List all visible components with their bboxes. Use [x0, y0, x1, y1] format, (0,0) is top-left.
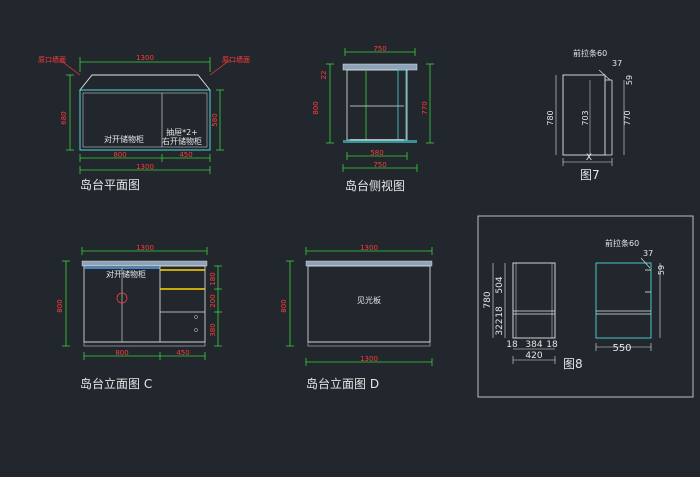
side-dim-left-main: 800 — [312, 101, 320, 114]
fig8-dim-322: 322 — [495, 318, 505, 335]
plan-label-left-cabinet: 对开储物柜 — [104, 134, 144, 144]
fig8-dim-504: 504 — [495, 276, 505, 293]
elev-d-dim-bottom: 1300 — [360, 355, 378, 363]
side-stone-top — [342, 63, 418, 71]
elev-d-view: 1300 见光板 800 1300 岛台立面图 D — [280, 244, 433, 391]
elev-c-view: 1300 对开储物柜 800 180 200 380 800 4 — [56, 244, 222, 391]
plan-dim-right: 450 — [179, 151, 192, 159]
plan-title: 岛台平面图 — [80, 177, 140, 192]
plan-dim-side-right: 580 — [211, 113, 219, 126]
elev-c-dim-right-3: 380 — [209, 323, 217, 336]
plan-callout-right: 原口墙面 — [222, 55, 250, 64]
plan-callout-left: 原口墙面 — [38, 55, 66, 64]
fig8-right-panel — [595, 262, 652, 339]
plan-label-right-line1: 抽屉*2+ — [166, 127, 198, 137]
elev-d-title: 岛台立面图 D — [306, 376, 379, 391]
elev-c-dim-right-1: 180 — [209, 272, 217, 285]
fig8-dim-height: 780 — [483, 291, 493, 308]
side-dim-left-top: 22 — [320, 71, 328, 80]
fig7-dim-right-small: 59 — [625, 75, 634, 85]
fig7-dim-width-var: X — [586, 153, 592, 163]
side-dim-bottom-inner: 580 — [370, 149, 383, 157]
fig7-title: 图7 — [580, 168, 600, 182]
elev-c-label: 对开储物柜 — [106, 269, 146, 279]
side-dim-top: 750 — [373, 45, 386, 53]
elev-c-dim-right-2: 200 — [209, 294, 217, 307]
plan-cabinet-outline — [79, 89, 211, 151]
fig8-dim-bottom-384: 384 — [525, 340, 542, 350]
elev-c-dim-bottom-left: 800 — [115, 349, 128, 357]
fig7-dim-top-small: 37 — [612, 59, 622, 68]
fig7-note: 前拉条60 — [573, 48, 607, 58]
plan-dim-side-left: 680 — [60, 111, 68, 124]
fig8-note: 前拉条60 — [605, 238, 639, 248]
fig8-left-panel — [512, 262, 556, 339]
elev-d-stone-top — [305, 260, 433, 267]
fig8-view: 780 322 18 504 18 384 18 420 图8 前拉条60 37… — [477, 215, 694, 398]
elev-c-marker — [116, 292, 128, 304]
fig7-view: 前拉条60 37 780 703 770 59 X 图7 — [546, 48, 634, 182]
plan-dim-overall-bottom: 1300 — [136, 163, 154, 171]
fig8-dim-right-small: 59 — [657, 265, 666, 275]
fig8-dim-bottom-18-b: 18 — [546, 340, 558, 350]
fig8-title: 图8 — [563, 357, 583, 371]
fig7-dim-inner: 703 — [581, 110, 590, 125]
fig7-dim-right: 770 — [623, 110, 632, 125]
fig8-dim-top-small: 37 — [643, 249, 653, 258]
fig8-dim-550: 550 — [612, 343, 631, 354]
plan-dim-left: 800 — [113, 151, 126, 159]
side-view: 750 22 800 770 580 750 岛台侧视图 — [312, 45, 434, 193]
fig7-dim-height: 780 — [546, 110, 555, 125]
fig7-panel — [562, 74, 606, 156]
plan-dim-overall-top: 1300 — [136, 54, 154, 62]
side-dim-bottom: 750 — [373, 161, 386, 169]
side-dim-right-main: 770 — [421, 101, 429, 114]
elev-c-stone-top — [81, 260, 208, 267]
elev-c-dim-left-main: 800 — [56, 299, 64, 312]
side-title: 岛台侧视图 — [345, 178, 405, 193]
plan-view: 1300 对开储物柜 抽屉*2+ 右开储物柜 680 580 800 450 1… — [38, 54, 250, 192]
elev-d-dim-left-main: 800 — [280, 299, 288, 312]
fig8-dim-total-420: 420 — [525, 351, 542, 361]
elev-c-dim-top: 1300 — [136, 244, 154, 252]
fig8-dim-18-a: 18 — [495, 306, 505, 318]
elev-d-dim-top: 1300 — [360, 244, 378, 252]
elev-c-title: 岛台立面图 C — [80, 376, 152, 391]
plan-label-right-line2: 右开储物柜 — [162, 136, 202, 146]
elev-d-label: 见光板 — [357, 295, 381, 305]
elev-c-dim-bottom-right: 450 — [176, 349, 189, 357]
plan-counter-edge — [79, 74, 211, 91]
fig8-dim-bottom-18-a: 18 — [506, 340, 518, 350]
fig8-frame — [477, 215, 694, 398]
